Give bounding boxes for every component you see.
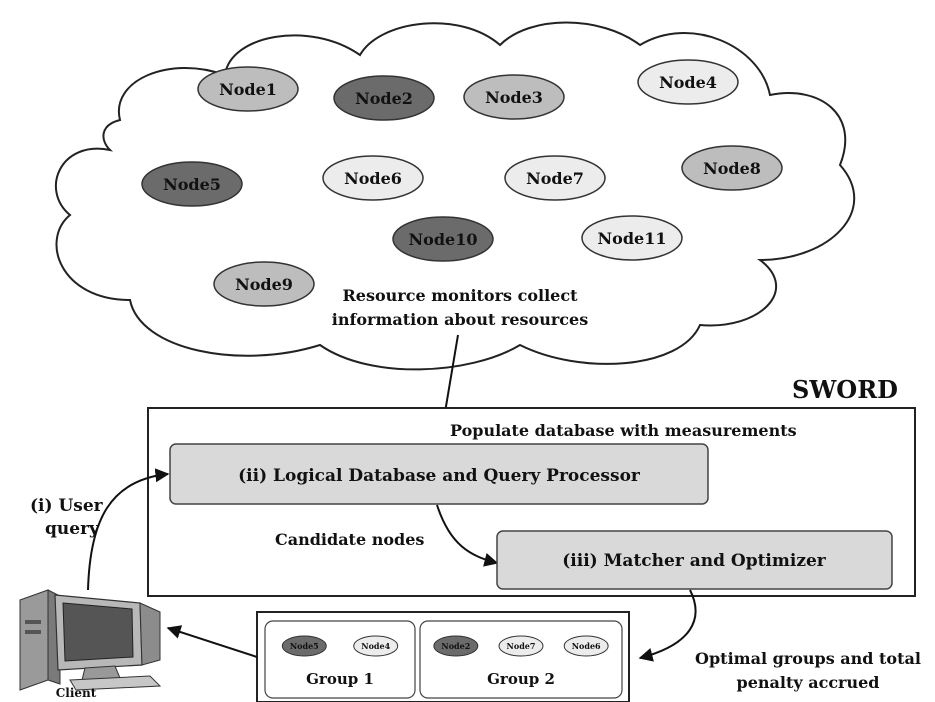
result-text-line1: Optimal groups and total [695, 649, 921, 668]
user-query-arrow [87, 468, 170, 591]
cloud-node-label: Node11 [598, 229, 667, 248]
group-node-label: Node6 [572, 641, 601, 651]
group-node-label: Node2 [441, 641, 470, 651]
cloud-node-ellipse [197, 66, 299, 112]
cloud-node-label: Node1 [219, 80, 277, 99]
cloud-node-ellipse [322, 155, 424, 201]
cloud-node-label: Node4 [659, 73, 717, 92]
cloud-node-ellipse [333, 75, 435, 121]
cloud-node: Node6 [322, 155, 424, 201]
group-label: Group 1 [306, 670, 374, 688]
cloud-node-ellipse [141, 161, 243, 207]
cloud-node-ellipse [637, 59, 739, 105]
group-node-label: Node4 [361, 641, 390, 651]
group-label: Group 2 [487, 670, 555, 688]
cloud-node: Node2 [333, 75, 435, 121]
result-arrow [638, 589, 697, 662]
cloud-node-label: Node6 [344, 169, 402, 188]
user-query-line1: (i) User [30, 496, 104, 516]
monitor-text-line2: information about resources [332, 310, 588, 329]
cloud-node-ellipse [213, 261, 315, 307]
cloud-node-ellipse [463, 74, 565, 120]
cloud-node: Node1 [197, 66, 299, 112]
group-node-label: Node7 [507, 641, 536, 651]
logical-database-label: (ii) Logical Database and Query Processo… [238, 466, 641, 486]
candidate-text: Candidate nodes [275, 530, 424, 549]
cloud-node-label: Node2 [355, 89, 413, 108]
cloud-node: Node7 [504, 155, 606, 201]
matcher-box [496, 530, 893, 590]
cloud-node: Node8 [681, 145, 783, 191]
group-node-ellipse [563, 635, 609, 657]
logical-database-box [169, 443, 709, 505]
cloud-node-label: Node5 [163, 175, 221, 194]
cloud-node: Node3 [463, 74, 565, 120]
cloud-node-ellipse [581, 215, 683, 261]
group-node-ellipse [433, 635, 479, 657]
user-query-line2: query [45, 519, 100, 539]
cloud-node: Node11 [581, 215, 683, 261]
cloud-node-label: Node7 [526, 169, 584, 188]
group-node-ellipse [353, 635, 399, 657]
client-computer-icon [19, 589, 162, 691]
cloud-node-ellipse [681, 145, 783, 191]
group-node-label: Node5 [290, 641, 319, 651]
populate-text: Populate database with measurements [450, 421, 797, 440]
sword-title: SWORD [792, 375, 898, 404]
client-label: Client [56, 686, 97, 700]
result-text-line2: penalty accrued [737, 673, 880, 692]
group-node-ellipse [281, 635, 327, 657]
candidate-arrow [436, 504, 499, 567]
cloud-node-ellipse [504, 155, 606, 201]
cloud-node: Node5 [141, 161, 243, 207]
cloud-node-label: Node3 [485, 88, 543, 107]
matcher-label: (iii) Matcher and Optimizer [562, 551, 827, 571]
cloud-node: Node9 [213, 261, 315, 307]
cloud-node: Node10 [392, 216, 494, 262]
groups-to-client-arrow [166, 625, 258, 658]
cloud-node-label: Node10 [409, 230, 478, 249]
cloud-node: Node4 [637, 59, 739, 105]
cloud-node-ellipse [392, 216, 494, 262]
group-node-ellipse [498, 635, 544, 657]
cloud-node-label: Node8 [703, 159, 761, 178]
cloud-node-label: Node9 [235, 275, 293, 294]
monitor-text-line1: Resource monitors collect [343, 286, 579, 305]
